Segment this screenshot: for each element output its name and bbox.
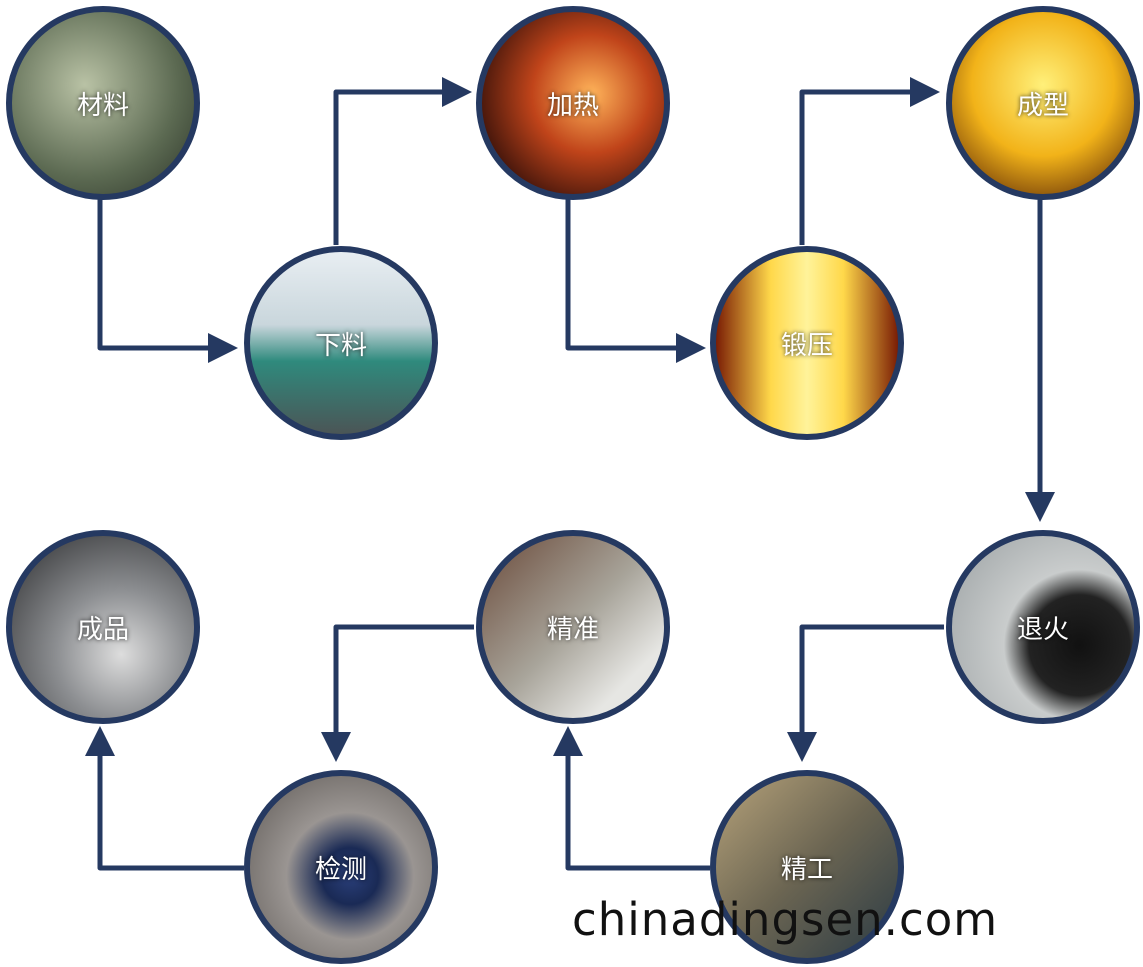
step-label: 精工: [780, 854, 833, 885]
arrow-precision-to-inspection: [321, 624, 474, 762]
step-label: 退火: [1016, 614, 1069, 645]
step-label: 下料: [314, 330, 367, 361]
step-label: 材料: [76, 90, 129, 121]
arrow-annealing-to-machining: [787, 624, 944, 762]
step-finished: 成品: [6, 530, 200, 724]
step-annealing: 退火: [946, 530, 1140, 724]
step-forming: 成型: [946, 6, 1140, 200]
step-machining: 精工: [710, 770, 904, 964]
step-label: 锻压: [780, 330, 833, 361]
arrow-material-to-cutting: [97, 198, 238, 363]
arrow-forging-to-forming: [799, 77, 940, 245]
step-forging: 锻压: [710, 246, 904, 440]
arrow-inspection-to-finished: [85, 726, 244, 871]
step-material: 材料: [6, 6, 200, 200]
step-label: 检测: [314, 854, 367, 885]
watermark: chinadingsen.com: [572, 893, 999, 946]
step-cutting: 下料: [244, 246, 438, 440]
step-label: 成型: [1016, 90, 1069, 121]
step-label: 精准: [546, 614, 599, 645]
arrow-machining-to-precision: [553, 726, 710, 871]
step-precision: 精准: [476, 530, 670, 724]
step-inspection: 检测: [244, 770, 438, 964]
arrow-cutting-to-heating: [333, 77, 472, 245]
step-label: 成品: [76, 614, 129, 645]
step-heating: 加热: [476, 6, 670, 200]
arrow-heating-to-forging: [565, 198, 706, 363]
step-label: 加热: [546, 90, 599, 121]
